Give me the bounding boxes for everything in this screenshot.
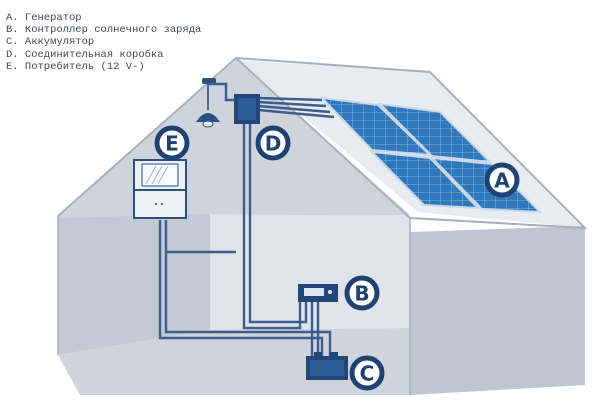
charge-controller	[298, 284, 338, 302]
ceiling-lamp	[196, 78, 220, 128]
badge-B: B	[344, 275, 380, 311]
svg-text:D: D	[265, 132, 282, 156]
legend: A. Генератор B. Контроллер солнечного за…	[6, 12, 201, 73]
svg-text:E: E	[165, 132, 179, 156]
badge-D: D	[255, 125, 291, 161]
legend-item-junction-box: D. Соединительная коробка	[6, 48, 164, 61]
svg-text:B: B	[354, 282, 369, 306]
house-back-wall	[210, 214, 410, 330]
house-right-wall	[410, 226, 585, 395]
badge-C: C	[349, 355, 385, 391]
legend-item-generator: A. Генератор	[6, 12, 82, 24]
legend-item-battery: C. Аккумулятор	[6, 36, 95, 49]
consumer-device	[133, 159, 187, 219]
badge-E: E	[154, 125, 190, 161]
legend-item-consumer: E. Потребитель (12 V-)	[6, 60, 145, 73]
junction-box	[234, 94, 260, 124]
legend-item-charge-controller: B. Контроллер солнечного заряда	[6, 24, 202, 37]
wiring	[158, 82, 335, 356]
svg-text:A: A	[494, 169, 510, 193]
svg-text:C: C	[360, 362, 375, 386]
house-left-wall	[58, 214, 210, 355]
badge-A: A	[484, 162, 520, 198]
house-outline	[57, 56, 588, 230]
solar-panel-2	[377, 102, 493, 164]
solar-panel-3	[369, 150, 481, 210]
battery	[306, 352, 348, 380]
